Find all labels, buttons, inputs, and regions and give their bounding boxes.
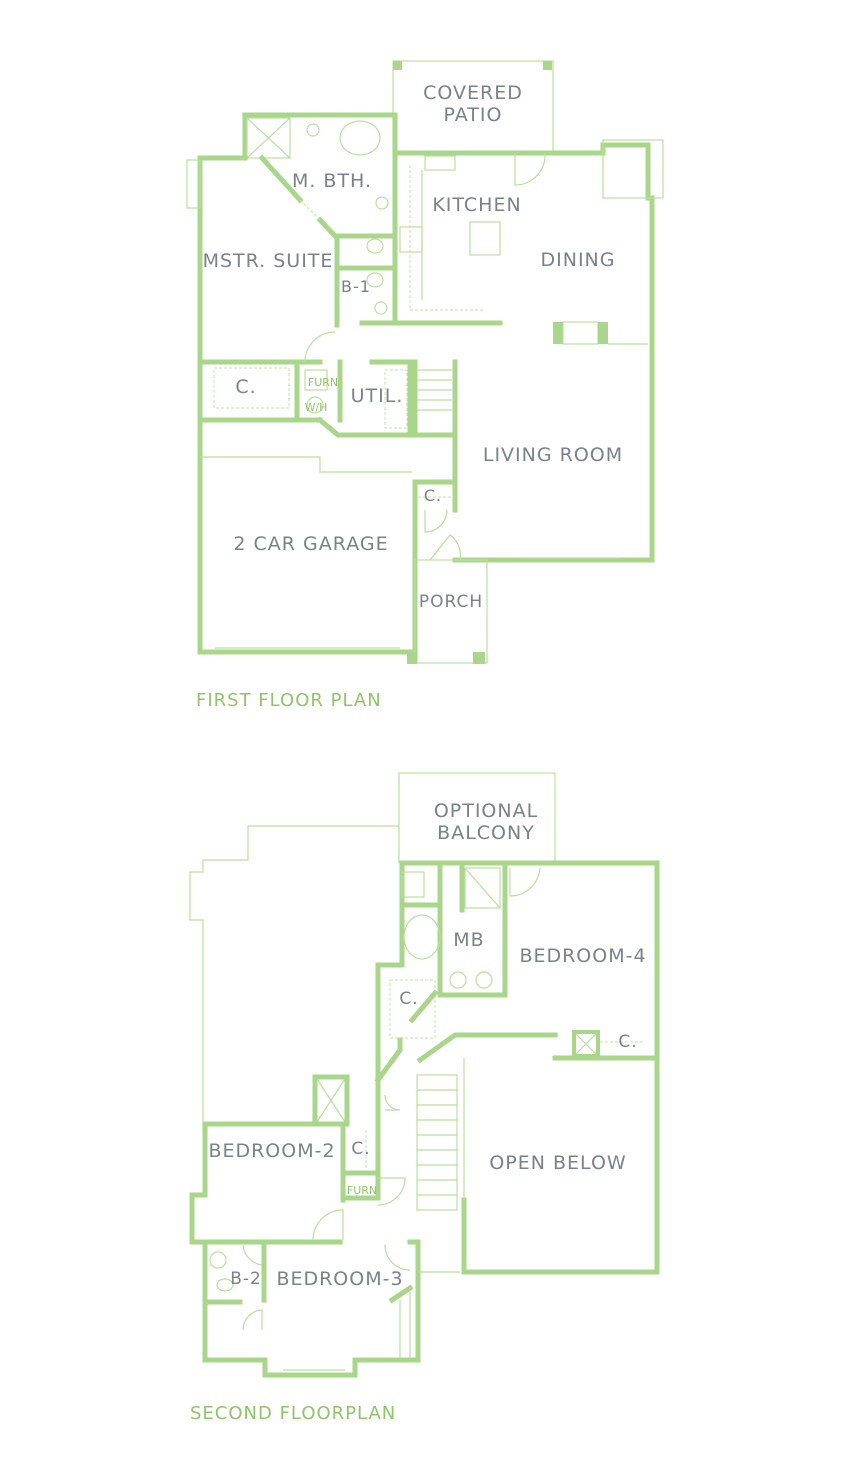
room-label-master-bath: M. BTH. bbox=[291, 170, 373, 192]
room-label-furnace-2: FURN bbox=[346, 1184, 378, 1197]
room-label-closet-c: C. bbox=[351, 1139, 371, 1159]
room-label-bath-2: B-2 bbox=[230, 1269, 262, 1289]
room-label-optional-balcony: OPTIONAL BALCONY bbox=[433, 800, 539, 844]
room-label-bedroom-4: BEDROOM-4 bbox=[519, 945, 647, 967]
room-label-porch: PORCH bbox=[418, 592, 484, 612]
second-floor-title: SECOND FLOORPLAN bbox=[190, 1403, 397, 1424]
room-label-water-heater: W/H bbox=[304, 401, 328, 414]
second-floor-walls bbox=[189, 772, 660, 1378]
room-label-kitchen: KITCHEN bbox=[432, 194, 522, 216]
first-floor-title: FIRST FLOOR PLAN bbox=[196, 690, 382, 711]
room-label-furnace: FURN bbox=[307, 376, 339, 389]
room-label-closet-b: C. bbox=[618, 1032, 638, 1052]
room-label-bedroom-2: BEDROOM-2 bbox=[208, 1140, 336, 1162]
room-label-garage: 2 CAR GARAGE bbox=[233, 533, 389, 555]
room-label-master-suite: MSTR. SUITE bbox=[202, 250, 334, 272]
room-label-open-below: OPEN BELOW bbox=[489, 1152, 627, 1174]
room-label-closet-a: C. bbox=[399, 989, 419, 1009]
room-label-living-room: LIVING ROOM bbox=[482, 444, 624, 466]
room-label-covered-patio: COVERED PATIO bbox=[423, 82, 523, 126]
room-label-master-bath-2: MB bbox=[453, 929, 485, 951]
room-label-entry-closet: C. bbox=[423, 486, 443, 505]
room-label-utility: UTIL. bbox=[350, 385, 404, 407]
room-label-bedroom-3: BEDROOM-3 bbox=[276, 1268, 404, 1290]
room-label-bath-1: B-1 bbox=[341, 277, 371, 296]
room-label-closet: C. bbox=[235, 376, 257, 398]
first-floor-walls bbox=[186, 60, 664, 664]
room-label-dining: DINING bbox=[540, 249, 616, 271]
